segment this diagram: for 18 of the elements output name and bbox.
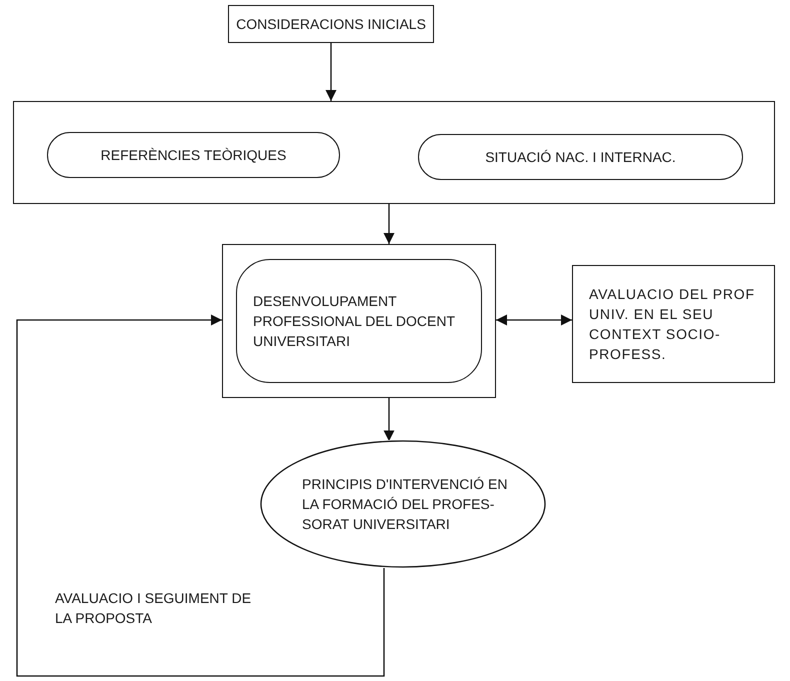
arrow	[16, 314, 385, 677]
arrow	[496, 314, 572, 326]
process-box	[572, 265, 775, 383]
frame-box	[222, 244, 496, 398]
arrow	[384, 398, 394, 442]
rounded-box	[418, 134, 743, 180]
rounded-box	[236, 259, 482, 383]
process-box	[228, 5, 434, 43]
group-box	[13, 101, 775, 204]
rounded-box	[47, 132, 340, 178]
node-text: CONSIDERACIONS INICIALS	[236, 15, 426, 34]
node-text: REFERÈNCIES TEÒRIQUES	[100, 146, 286, 165]
node-text: AVALUACIO DEL PROF UNIV. EN EL SEU CONTEXT SOCIO-PROFESS.	[589, 285, 756, 364]
arrow	[384, 204, 394, 244]
node-text: PRINCIPIS D'INTERVENCIÓ EN LA FORMACIÓ DEL PROFES- SORAT UNIVERSITARI	[302, 475, 508, 534]
node-text: SITUACIÓ NAC. I INTERNAC.	[485, 148, 676, 167]
node-text: DESENVOLUPAMENT PROFESSIONAL DEL DOCENT UNIVERSITARI	[253, 292, 456, 351]
arrow	[326, 43, 336, 101]
